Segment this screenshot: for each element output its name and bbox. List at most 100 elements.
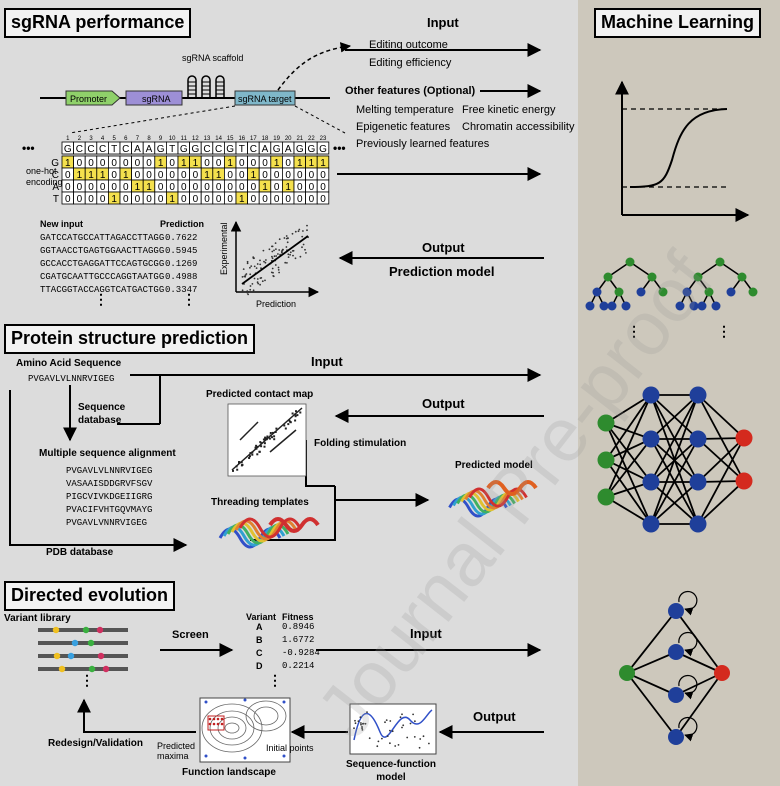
tree-left-node <box>599 301 609 311</box>
contact-point <box>288 419 291 422</box>
feature-free-kinetic-energy: Free kinetic energy <box>462 104 556 116</box>
nn-node <box>689 515 707 533</box>
scatter-point <box>271 267 274 270</box>
scatter-fit-line <box>241 235 309 285</box>
sequence-base: G <box>180 144 188 155</box>
nn-edge <box>605 438 652 498</box>
target-box <box>234 90 296 106</box>
scatter-point <box>271 255 273 258</box>
protein-section-title: Protein structure prediction <box>4 324 256 354</box>
scatter-point <box>244 274 247 276</box>
sf-model-point <box>399 716 402 719</box>
initial-point <box>243 756 247 760</box>
scatter-ylabel: Experimental <box>219 222 229 275</box>
input-editing-efficiency: Editing efficiency <box>369 57 452 69</box>
nn-edge <box>605 394 652 424</box>
scatter-point <box>287 256 290 258</box>
onehot-bit: 0 <box>285 170 291 181</box>
prediction-seq: GCCACCTGAGGATTCCAGTGCGG <box>40 259 165 269</box>
pdb-database-label: PDB database <box>46 547 114 558</box>
onehot-bit: 1 <box>77 170 83 181</box>
contact-point <box>273 435 276 438</box>
contact-point <box>264 437 267 440</box>
tree-left-node <box>658 287 668 297</box>
sf-model-point <box>394 745 397 747</box>
onehot-bit: 0 <box>274 194 280 205</box>
rnn-self-loop <box>678 631 698 657</box>
onehot-bit: 0 <box>320 182 326 193</box>
sequence-database-label: Sequence database <box>78 402 126 426</box>
tree-right-node <box>675 301 685 311</box>
sequence-base: C <box>76 144 83 155</box>
scatter-point <box>255 267 258 269</box>
onehot-bit: 0 <box>146 170 152 181</box>
contact-point <box>248 457 251 459</box>
maxima-point <box>220 717 224 721</box>
rnn-edge <box>626 651 677 674</box>
promoter-arrow <box>65 90 121 106</box>
prediction-seq: GATCCATGCCATTAGACCTTAGG <box>40 233 165 243</box>
scatter-point <box>277 269 280 271</box>
predicted-model-label: Predicted model <box>455 460 533 471</box>
position-number: 20 <box>285 136 292 142</box>
sf-model-point <box>428 742 430 745</box>
scatter-point <box>249 266 251 269</box>
onehot-base: T <box>53 194 59 205</box>
onehot-bit: 0 <box>135 158 141 169</box>
scatter-point <box>262 249 265 252</box>
sf-model-point <box>406 736 409 739</box>
mutation-dot <box>71 639 79 647</box>
prediction-seq: CGATGCAATTGCCCAGGTAATGG <box>40 272 165 282</box>
scatter-point <box>249 273 252 276</box>
onehot-bit: 1 <box>262 182 268 193</box>
rnn-hidden-node <box>668 729 684 745</box>
onehot-bit: 0 <box>65 194 71 205</box>
predicted-maxima-box <box>207 715 225 731</box>
variant-names: A B C D <box>256 621 263 673</box>
position-number: 10 <box>169 136 176 142</box>
onehot-bit: 0 <box>169 158 175 169</box>
nn-node <box>689 386 707 404</box>
onehot-bit: 0 <box>285 158 291 169</box>
onehot-bit: 0 <box>146 194 152 205</box>
contact-point <box>256 453 259 456</box>
onehot-bit: 1 <box>216 170 222 181</box>
onehot-bit: 0 <box>77 158 83 169</box>
scatter-point <box>272 275 275 278</box>
scatter-point <box>286 241 289 244</box>
nn-edge <box>605 459 652 525</box>
onehot-bit: 0 <box>77 182 83 193</box>
tree-right-node <box>704 287 714 297</box>
tree-right-node <box>697 301 707 311</box>
maxima-point <box>216 717 220 721</box>
onehot-bit: 0 <box>158 182 164 193</box>
mutation-dot <box>97 652 105 660</box>
sequence-base: C <box>99 144 106 155</box>
landscape-contour <box>245 700 287 732</box>
onehot-bit: 0 <box>88 158 94 169</box>
prediction-seq: TTACGGTACCAGGTCATGACTGG <box>40 285 165 295</box>
contact-point <box>262 438 265 441</box>
scatter-point <box>273 255 276 258</box>
sequence-base: T <box>239 144 245 155</box>
onehot-bit: 1 <box>204 170 210 181</box>
onehot-bit: 0 <box>135 194 141 205</box>
sf-model-point <box>368 737 371 740</box>
sf-model-point <box>389 729 391 732</box>
scatter-point <box>301 246 303 249</box>
onehot-bit: 1 <box>227 158 233 169</box>
position-number: 3 <box>89 136 93 142</box>
scatter-point <box>263 260 265 263</box>
contact-point <box>269 432 272 434</box>
tree-right-vdots: ⋮ <box>717 323 731 339</box>
onehot-bit: 0 <box>111 182 117 193</box>
variant-library-label: Variant library <box>4 613 71 624</box>
protein-output-label: Output <box>422 396 465 411</box>
threading-template-ribbon <box>238 517 302 539</box>
variant-header: Variant <box>246 612 277 622</box>
position-number: 12 <box>192 136 199 142</box>
evolution-section-title: Directed evolution <box>4 581 176 611</box>
rnn-input-node <box>619 665 635 681</box>
nn-node <box>597 488 615 506</box>
tree-left-node <box>585 301 595 311</box>
